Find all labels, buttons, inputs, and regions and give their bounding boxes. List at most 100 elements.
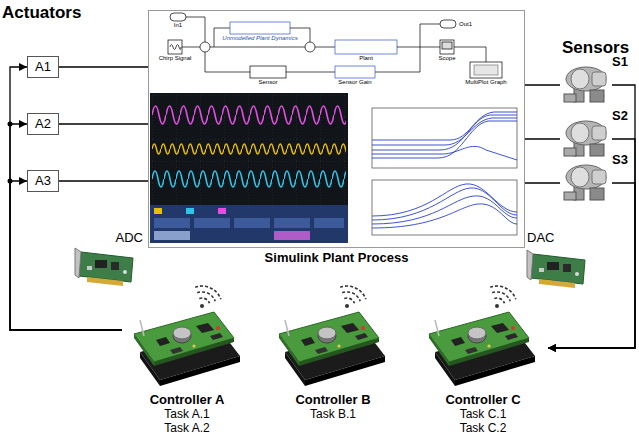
signal-wire <box>548 139 635 348</box>
node-title: Simulink Plant Process <box>149 250 524 265</box>
block-diagram-part <box>440 40 454 54</box>
block-diagram-part <box>305 42 315 52</box>
signal-wire <box>59 66 148 67</box>
bode-plot-part-part <box>372 121 517 158</box>
sensor-picture <box>564 121 606 156</box>
oscilloscope-screen-part <box>152 168 346 190</box>
block-label: Sensor <box>258 79 277 86</box>
block-diagram-part <box>230 22 290 34</box>
bode-plot-part-part <box>372 184 517 216</box>
controller-board <box>429 312 535 386</box>
oscilloscope-screen-part <box>152 103 346 127</box>
block-label: Sensor Gain <box>338 79 371 86</box>
actuator-box: A2 <box>27 113 59 135</box>
actuator-box: A1 <box>27 56 59 78</box>
oscilloscope-screen-part <box>150 93 348 243</box>
node-title: Controller B <box>295 392 370 407</box>
bode-plot-part-part <box>372 146 517 160</box>
block-diagram-part <box>182 47 200 48</box>
block-label: Plant <box>359 55 373 62</box>
wireless-symbol <box>340 286 366 308</box>
signal-wire <box>525 138 560 139</box>
block-diagram-part <box>442 42 452 49</box>
signal-wire <box>10 181 122 330</box>
oscilloscope-screen <box>150 93 348 243</box>
node-title: DAC <box>527 230 595 245</box>
block-diagram <box>168 13 502 78</box>
block-label: In1 <box>174 22 182 29</box>
controller-board <box>134 312 240 386</box>
block-diagram-part <box>335 40 397 54</box>
block-diagram-part <box>250 66 286 78</box>
bode-plot-part-part <box>372 115 517 150</box>
io-card-pictures <box>75 248 585 288</box>
group-heading: Sensors <box>562 38 629 58</box>
node-title: A1 <box>35 57 51 77</box>
oscilloscope-screen-part <box>314 218 344 228</box>
simulink-screenshot <box>149 11 524 247</box>
signal-wire <box>525 84 560 85</box>
block-diagram-part <box>186 17 205 42</box>
block-label: MultiPlot Graph <box>465 79 506 86</box>
wireless-symbol <box>195 286 221 308</box>
task-name: Task C.1 <box>460 407 507 421</box>
oscilloscope-screen-part <box>154 231 190 240</box>
sensor-picture <box>564 165 606 200</box>
bode-plot <box>350 93 522 243</box>
block-diagram-part <box>286 72 335 73</box>
block-diagram-part <box>170 45 181 50</box>
sensor-pictures <box>564 67 606 200</box>
oscilloscope-screen-part <box>154 208 162 214</box>
oscilloscope-screen-part <box>274 231 310 240</box>
block-diagram-part <box>200 42 210 52</box>
task-name: Task C.2 <box>460 421 507 435</box>
block-diagram-part <box>474 65 498 75</box>
node-title: S3 <box>612 152 628 167</box>
block-diagram-part <box>168 40 182 54</box>
oscilloscope-screen-part <box>274 218 310 228</box>
block-label: Scope <box>438 55 455 62</box>
signal-wire <box>548 183 635 348</box>
block-diagram-part <box>420 24 440 47</box>
block-label: Chirp Signal <box>159 55 192 62</box>
sensor-node: S3 <box>560 162 612 204</box>
task-name: Task A.2 <box>164 421 209 435</box>
block-diagram-part <box>375 47 420 72</box>
wireless-symbol <box>490 286 516 308</box>
sensor-picture <box>564 67 606 102</box>
signal-wire <box>10 67 122 330</box>
node-title: A3 <box>35 171 51 191</box>
block-diagram-part <box>210 47 305 48</box>
node-title: Controller C <box>445 392 520 407</box>
bode-plot-part-part <box>372 204 517 228</box>
node-title: ADC <box>75 230 143 245</box>
signal-wire <box>59 180 148 181</box>
node-title: A2 <box>35 114 51 134</box>
task-name: Task A.1 <box>164 407 209 421</box>
task-name: Task B.1 <box>310 407 356 421</box>
oscilloscope-screen-part <box>194 218 230 228</box>
adc-card-picture <box>75 248 133 286</box>
oscilloscope-screen-part <box>218 208 226 214</box>
oscilloscope-screen-part <box>234 218 270 228</box>
oscilloscope-screen-part <box>152 142 346 156</box>
bode-plot-part <box>372 112 517 228</box>
block-diagram-part <box>470 62 502 78</box>
adc-card: ADC <box>75 230 143 292</box>
block-diagram-part <box>170 13 186 21</box>
block-diagram-part <box>397 47 440 48</box>
controller-node: Controller ATask A.1Task A.2 <box>122 282 252 440</box>
controller-node: Controller BTask B.1 <box>268 282 398 440</box>
controller-node: Controller CTask C.1Task C.2 <box>418 282 548 440</box>
plant-process-panel: Simulink Plant Process <box>148 10 525 248</box>
signal-wire <box>10 124 122 330</box>
oscilloscope-screen-part <box>152 95 346 205</box>
dac-card: DAC <box>527 230 595 292</box>
oscilloscope-screen-part <box>186 208 194 214</box>
block-diagram-part <box>454 47 486 62</box>
controller-boards <box>134 286 535 386</box>
bode-plot-part <box>372 180 517 235</box>
